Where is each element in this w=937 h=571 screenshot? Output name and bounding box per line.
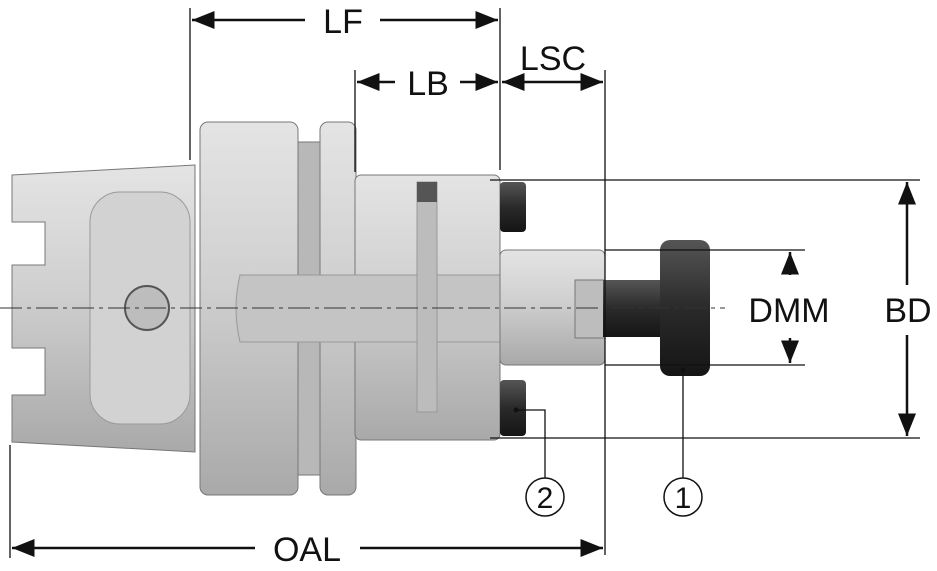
callout-1-label: 1 [675,482,692,515]
extension-lines [9,8,920,558]
coolant-channel [416,181,438,413]
leader-dot-2 [513,407,519,413]
leader-dot-1 [680,367,686,373]
dimension-arrows [12,10,916,557]
callout-2-label: 2 [537,482,554,515]
label-oal: OAL [273,531,341,569]
label-lb: LB [407,65,449,103]
label-lf: LF [323,3,363,41]
nose-step [574,279,606,339]
tool-holder-body [11,121,606,496]
screw-bottom [500,380,526,436]
callout-2: 2 [525,477,565,517]
drive-screws [500,182,526,436]
label-lsc: LSC [520,40,586,78]
callout-1: 1 [663,477,703,517]
coolant-plug [417,182,437,202]
label-bd: BD [884,292,931,330]
label-dmm: DMM [748,292,829,330]
screw-top [500,182,526,232]
